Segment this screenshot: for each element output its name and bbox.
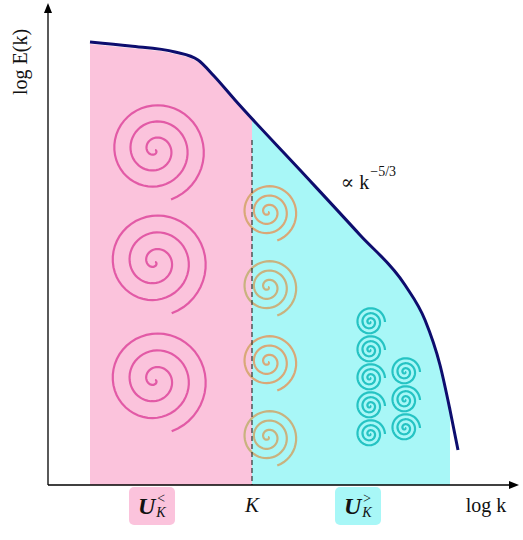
axis-label: log k	[466, 495, 507, 515]
spectrum-curve	[90, 42, 458, 450]
scaling-law: ∝ k	[341, 172, 370, 192]
field-symbol: U	[138, 494, 155, 518]
subscript: K	[362, 506, 371, 520]
eddy-spiral	[357, 392, 385, 417]
eddy-spiral	[113, 216, 206, 314]
eddy-spiral	[392, 414, 420, 439]
cutoff-label: K	[245, 495, 259, 516]
field-symbol: U	[344, 494, 361, 518]
eddy-spiral	[113, 334, 206, 432]
eddy-spiral	[392, 358, 420, 383]
y-axis	[47, 10, 48, 485]
index-stack: <K	[156, 492, 165, 520]
superscript: <	[156, 492, 165, 506]
label-box: U>K	[335, 487, 381, 525]
large-scale-region	[90, 44, 252, 485]
superscript: >	[362, 492, 371, 506]
axis-label: log E(k)	[10, 29, 30, 95]
small-scale-region	[252, 44, 450, 485]
label-box: U<K	[129, 487, 175, 525]
x-axis	[48, 484, 512, 485]
eddy-spiral	[357, 364, 385, 389]
index-stack: >K	[362, 492, 371, 520]
eddy-spiral	[357, 308, 385, 333]
axis-arrowhead	[44, 3, 52, 13]
axis-arrowhead	[509, 481, 519, 489]
scaling-exponent: −5/3	[370, 165, 396, 179]
subscript: K	[156, 506, 165, 520]
eddy-spiral	[357, 336, 385, 361]
eddy-spiral	[114, 105, 203, 199]
eddy-spiral	[392, 386, 420, 411]
cutoff-line	[251, 140, 252, 485]
eddy-spiral	[357, 420, 385, 445]
